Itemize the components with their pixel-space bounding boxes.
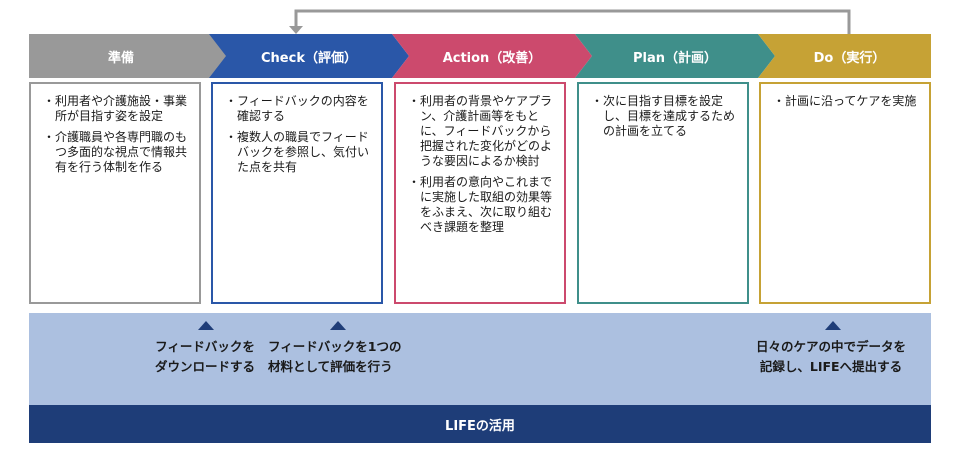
stage-title-check: Check（評価） xyxy=(261,50,357,66)
triangle-up-icon xyxy=(825,321,841,330)
list-item: ・介護職員や各専門職のもつ多面的な視点で情報共有を行う体制を作る xyxy=(43,130,188,174)
stage-title-do: Do（実行） xyxy=(813,50,886,66)
note-record-submit: 日々のケアの中でデータを 記録し、LIFEへ提出する xyxy=(755,339,906,374)
stage-title-plan: Plan（計画） xyxy=(632,50,717,66)
bullet-mark: ・ xyxy=(225,130,238,144)
list-item: ・次に目指す目標を設定し、目標を達成するための計画を立てる xyxy=(591,94,736,138)
stage-header-plan: Plan（計画） xyxy=(575,34,775,78)
life-utilization-footer: LIFEの活用 xyxy=(29,405,931,443)
note-download: フィードバックを ダウンロードする xyxy=(154,339,255,374)
stage-box-plan: ・次に目指す目標を設定し、目標を達成するための計画を立てる xyxy=(577,82,749,304)
list-item: ・複数人の職員でフィードバックを参照し、気付いた点を共有 xyxy=(225,130,370,174)
stage-box-action: ・利用者の背景やケアプラン、介護計画等をもとに、フィードバックから把握された変化… xyxy=(394,82,566,304)
life-process-band xyxy=(29,313,931,405)
stage-title-action: Action（改善） xyxy=(442,50,542,66)
list-item: ・利用者の背景やケアプラン、介護計画等をもとに、フィードバックから把握された変化… xyxy=(408,94,553,168)
stage-header-do: Do（実行） xyxy=(758,34,931,78)
bullet-mark: ・ xyxy=(773,94,786,108)
stage-header-check: Check（評価） xyxy=(209,34,409,78)
list-item: ・フィードバックの内容を確認する xyxy=(225,94,369,123)
bullet-mark: ・ xyxy=(408,175,421,189)
bullet-mark: ・ xyxy=(408,94,421,108)
stage-box-check: ・フィードバックの内容を確認する ・複数人の職員でフィードバックを参照し、気付い… xyxy=(211,82,383,304)
stage-header-prep: 準備 xyxy=(29,34,228,78)
list-item: ・利用者の意向やこれまでに実施した取組の効果等をふまえ、次に取り組むべき課題を整… xyxy=(408,175,553,234)
cycle-loop-arrow xyxy=(289,9,851,34)
list-item: ・計画に沿ってケアを実施 xyxy=(773,94,917,108)
note-evaluate: フィードバックを1つの 材料として評価を行う xyxy=(268,339,402,374)
bullet-mark: ・ xyxy=(591,94,604,108)
stage-title-prep: 準備 xyxy=(107,50,134,66)
triangle-up-icon xyxy=(198,321,214,330)
stage-box-do: ・計画に沿ってケアを実施 xyxy=(759,82,931,304)
bullet-mark: ・ xyxy=(225,94,238,108)
stage-box-prep: ・利用者や介護施設・事業所が目指す姿を設定 ・介護職員や各専門職のもつ多面的な視… xyxy=(29,82,201,304)
footer-label: LIFEの活用 xyxy=(445,418,515,434)
list-item: ・利用者や介護施設・事業所が目指す姿を設定 xyxy=(43,94,188,123)
triangle-up-icon xyxy=(330,321,346,330)
bullet-mark: ・ xyxy=(43,94,56,108)
stage-header-action: Action（改善） xyxy=(392,34,592,78)
bullet-mark: ・ xyxy=(43,130,56,144)
